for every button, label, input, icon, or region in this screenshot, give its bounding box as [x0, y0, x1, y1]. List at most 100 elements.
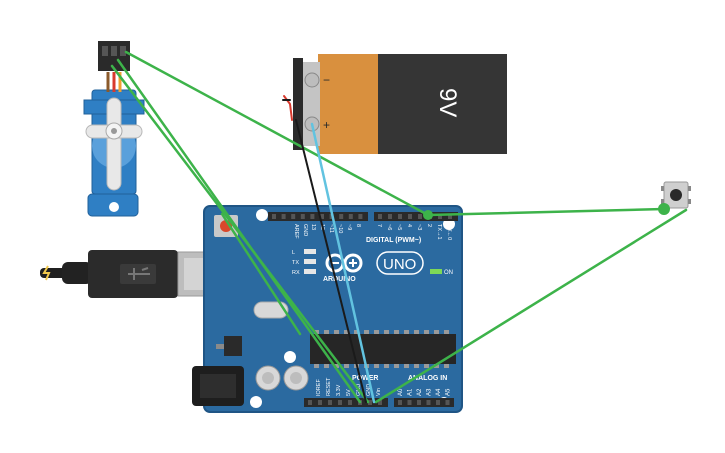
top-pin-label: TX→1: [436, 224, 442, 240]
header-pin[interactable]: [448, 214, 452, 219]
power-pin-label: 3.3V: [336, 384, 342, 396]
wire-junction-digital[interactable]: [423, 210, 433, 220]
header-pin[interactable]: [328, 400, 332, 405]
minus-symbol: −: [323, 73, 330, 87]
top-pin-label: AREF: [293, 224, 299, 239]
top-pin-label: 2: [426, 224, 432, 227]
header-pin[interactable]: [320, 214, 324, 219]
top-pin-label: ~11: [328, 224, 334, 233]
top-pin-label: GND: [302, 224, 308, 236]
top-pin-label: RX←0: [446, 224, 452, 240]
analog-header: [394, 398, 454, 407]
battery-clip: [293, 58, 303, 150]
top-pin-label: 4: [406, 224, 412, 227]
servo-motor[interactable]: [83, 41, 145, 217]
header-pin[interactable]: [378, 214, 382, 219]
arduino-brand-text: ARDUINO: [323, 276, 356, 283]
plus-symbol: +: [323, 118, 330, 132]
power-header: [304, 398, 388, 407]
crystal-oscillator: [253, 301, 289, 319]
wire-board-link[interactable]: [220, 212, 302, 336]
power-pin-label: RESET: [326, 377, 332, 396]
wire-button-to-pin[interactable]: [426, 207, 666, 217]
top-pin-label: 13: [310, 224, 316, 230]
battery-voltage-label: 9V: [434, 88, 461, 117]
top-pin-label: 7: [376, 224, 382, 227]
mounting-hole: [250, 396, 262, 408]
header-pin[interactable]: [358, 214, 363, 219]
header-pin[interactable]: [417, 400, 421, 405]
power-pin-label: 5V: [346, 389, 352, 396]
header-pin[interactable]: [378, 400, 382, 405]
header-pin[interactable]: [436, 400, 440, 405]
power-pin-label: GND: [366, 384, 372, 396]
header-pin[interactable]: [398, 400, 402, 405]
push-button[interactable]: [661, 181, 691, 209]
header-pin[interactable]: [339, 214, 344, 219]
wire-battery-positive[interactable]: [310, 122, 376, 404]
voltage-regulator: [224, 336, 242, 356]
led-label: RX: [292, 270, 300, 276]
power-pin-label: IOREF: [316, 379, 322, 396]
header-pin[interactable]: [445, 400, 450, 405]
top-pin-label: ~6: [386, 224, 392, 230]
wire-button-to-ground[interactable]: [374, 208, 688, 404]
header-pin[interactable]: [426, 400, 431, 405]
servo-horn: [85, 97, 143, 191]
power-header-label: POWER: [352, 375, 378, 382]
wire-battery-negative[interactable]: [295, 119, 367, 403]
header-pin[interactable]: [291, 214, 296, 219]
wire-servo-ground[interactable]: [110, 64, 370, 404]
top-pin-label: 8: [355, 224, 361, 227]
power-pin-label: Vin: [376, 388, 382, 396]
header-pin[interactable]: [407, 400, 412, 405]
digital-header-label: DIGITAL (PWM~): [366, 237, 421, 244]
led-label: TX: [292, 260, 299, 266]
analog-pin-label: A2: [417, 388, 423, 396]
header-pin[interactable]: [398, 214, 402, 219]
header-pin[interactable]: [408, 214, 412, 219]
capacitors: [255, 365, 309, 391]
status-led: [304, 259, 316, 264]
top-pin-label: ~5: [396, 224, 402, 230]
analog-pin-label: A4: [436, 388, 442, 396]
header-pin[interactable]: [388, 214, 392, 219]
header-pin[interactable]: [348, 214, 353, 219]
header-pin[interactable]: [318, 400, 322, 405]
power-jack[interactable]: [192, 366, 244, 406]
digital-header-right: [374, 212, 458, 221]
atmega-chip: [310, 334, 456, 364]
header-pin[interactable]: [281, 214, 286, 219]
on-led-label: ON: [444, 270, 453, 276]
battery-minus-terminal[interactable]: [304, 72, 320, 88]
analog-pin-label: A0: [398, 388, 404, 396]
analog-pin-label: A1: [408, 388, 414, 396]
header-pin[interactable]: [438, 214, 442, 219]
header-pin[interactable]: [348, 400, 352, 405]
top-pin-label: ~10: [337, 224, 343, 233]
header-pin[interactable]: [310, 214, 315, 219]
header-pin[interactable]: [300, 214, 305, 219]
wire-junction-button[interactable]: [658, 203, 670, 215]
arduino-logo: ARDUINO UNO: [323, 251, 424, 283]
mounting-hole: [256, 209, 268, 221]
status-led: [304, 269, 316, 274]
status-led: [304, 249, 316, 254]
led-label: L: [292, 250, 295, 256]
lightning-icon: [42, 265, 51, 281]
header-pin[interactable]: [272, 214, 276, 219]
on-led: [430, 269, 442, 274]
battery-9v[interactable]: − + 9V: [293, 54, 507, 154]
analog-pin-label: A3: [427, 388, 433, 396]
header-pin[interactable]: [338, 400, 342, 405]
analog-header-label: ANALOG IN: [408, 375, 447, 382]
header-pin[interactable]: [368, 400, 372, 405]
digital-header-left: [268, 212, 368, 221]
wire-servo-signal[interactable]: [124, 50, 430, 217]
wires: [110, 50, 688, 404]
header-pin[interactable]: [418, 214, 422, 219]
usb-symbol-icon: [128, 267, 150, 280]
header-pin[interactable]: [308, 400, 312, 405]
